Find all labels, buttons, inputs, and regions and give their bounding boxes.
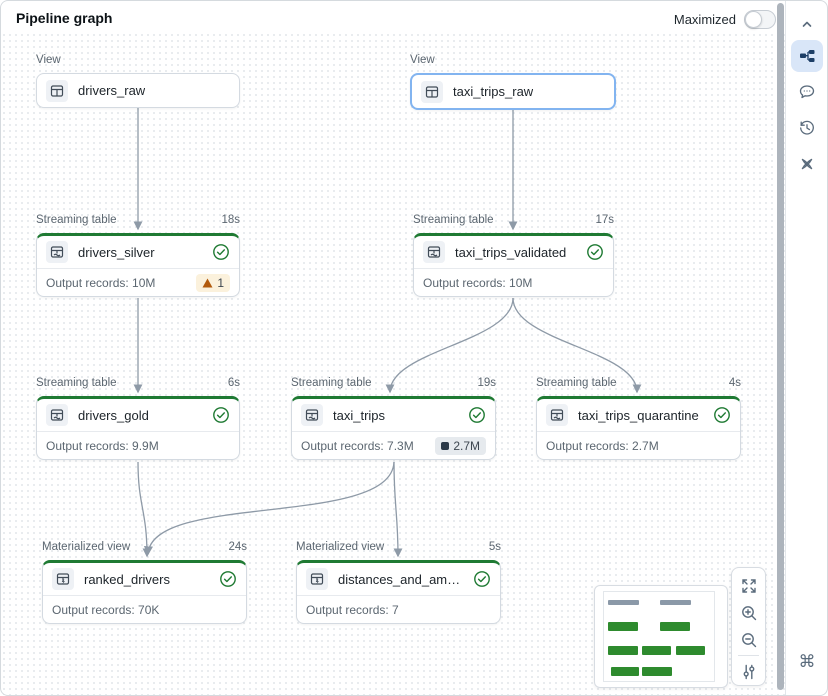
zoom-controls	[731, 567, 766, 686]
warning-triangle-icon	[202, 277, 213, 288]
node-name: distances_and_amounts_b...	[338, 571, 466, 587]
success-check-icon	[206, 406, 230, 424]
node-drivers-raw[interactable]: drivers_raw	[36, 73, 240, 108]
right-sidebar: ⌘	[786, 0, 828, 696]
minimap-bar	[676, 646, 705, 655]
sidebar-divider	[785, 0, 786, 696]
minimap-bar	[642, 667, 672, 676]
vertical-scrollbar[interactable]	[777, 3, 784, 690]
success-check-icon	[580, 243, 604, 261]
streaming-table-icon	[46, 404, 68, 426]
node-name: drivers_silver	[78, 244, 155, 260]
dropped-records-badge[interactable]: 2.7M	[435, 436, 486, 455]
duration: 24s	[228, 541, 247, 553]
view-table-icon	[46, 79, 68, 102]
success-check-icon	[206, 243, 230, 261]
output-records: Output records: 10M	[423, 275, 533, 290]
node-name: taxi_trips_quarantine	[578, 407, 699, 423]
node-drivers-gold[interactable]: drivers_gold Output records: 9.9M	[36, 396, 240, 460]
materialized-view-icon	[306, 568, 328, 590]
minimap-bar	[660, 600, 691, 605]
node-name: drivers_gold	[78, 407, 149, 423]
view-table-icon	[421, 80, 443, 103]
output-records: Output records: 7	[306, 602, 399, 617]
minimap-bar	[611, 667, 639, 676]
duration: 6s	[227, 377, 240, 389]
success-check-icon	[213, 570, 237, 588]
output-records: Output records: 10M	[46, 275, 156, 290]
node-distances-and-amounts[interactable]: distances_and_amounts_b... Output record…	[296, 560, 501, 624]
metric-square-icon	[441, 441, 450, 450]
minimap-bar	[608, 622, 638, 631]
fit-view-button[interactable]	[735, 572, 762, 599]
node-name: taxi_trips	[333, 407, 386, 423]
materialized-view-icon	[52, 568, 74, 590]
duration: 5s	[488, 541, 501, 553]
maximized-label: Maximized	[673, 12, 736, 27]
maximized-toggle[interactable]	[744, 10, 776, 29]
output-records: Output records: 7.3M	[301, 438, 414, 453]
page-title: Pipeline graph	[16, 10, 113, 26]
minimap[interactable]	[594, 585, 728, 688]
output-records: Output records: 9.9M	[46, 438, 159, 453]
node-name: taxi_trips_raw	[453, 84, 534, 99]
success-check-icon	[707, 406, 731, 424]
duration: 17s	[595, 214, 614, 226]
node-taxi-trips-validated[interactable]: taxi_trips_validated Output records: 10M	[413, 233, 614, 297]
zoom-out-button[interactable]	[735, 626, 762, 653]
streaming-table-icon	[546, 404, 568, 426]
minimap-viewport	[603, 591, 715, 682]
node-type-label: View	[410, 54, 435, 66]
streaming-table-icon	[423, 241, 445, 263]
toggle-knob	[745, 11, 762, 28]
pipeline-graph-icon[interactable]	[791, 40, 823, 72]
assistant-sparkle-icon[interactable]	[791, 148, 823, 180]
success-check-icon	[462, 406, 486, 424]
zoom-in-button[interactable]	[735, 599, 762, 626]
node-taxi-trips-quarantine[interactable]: taxi_trips_quarantine Output records: 2.…	[536, 396, 741, 460]
node-taxi-trips-raw[interactable]: taxi_trips_raw	[410, 73, 616, 110]
streaming-table-icon	[301, 404, 323, 426]
node-taxi-trips[interactable]: taxi_trips Output records: 7.3M 2.7M	[291, 396, 496, 460]
minimap-bar	[608, 600, 639, 605]
node-drivers-silver[interactable]: drivers_silver Output records: 10M 1	[36, 233, 240, 297]
minimap-bar	[660, 622, 690, 631]
node-type-label: View	[36, 54, 61, 66]
minimap-bar	[642, 646, 671, 655]
output-records: Output records: 2.7M	[546, 438, 659, 453]
collapse-chevron-up-icon[interactable]	[791, 8, 823, 40]
controls-divider	[738, 655, 759, 656]
command-icon[interactable]: ⌘	[798, 652, 816, 671]
display-settings-button[interactable]	[735, 658, 762, 685]
expectation-warning-badge[interactable]: 1	[196, 273, 230, 292]
output-records: Output records: 70K	[52, 602, 160, 617]
streaming-table-icon	[46, 241, 68, 263]
comments-icon[interactable]	[791, 76, 823, 108]
node-name: drivers_raw	[78, 83, 146, 98]
node-name: ranked_drivers	[84, 571, 170, 587]
success-check-icon	[467, 570, 491, 588]
duration: 19s	[477, 377, 496, 389]
duration: 4s	[728, 377, 741, 389]
history-icon[interactable]	[791, 112, 823, 144]
duration: 18s	[221, 214, 240, 226]
minimap-bar	[608, 646, 638, 655]
node-name: taxi_trips_validated	[455, 244, 567, 260]
node-ranked-drivers[interactable]: ranked_drivers Output records: 70K	[42, 560, 247, 624]
